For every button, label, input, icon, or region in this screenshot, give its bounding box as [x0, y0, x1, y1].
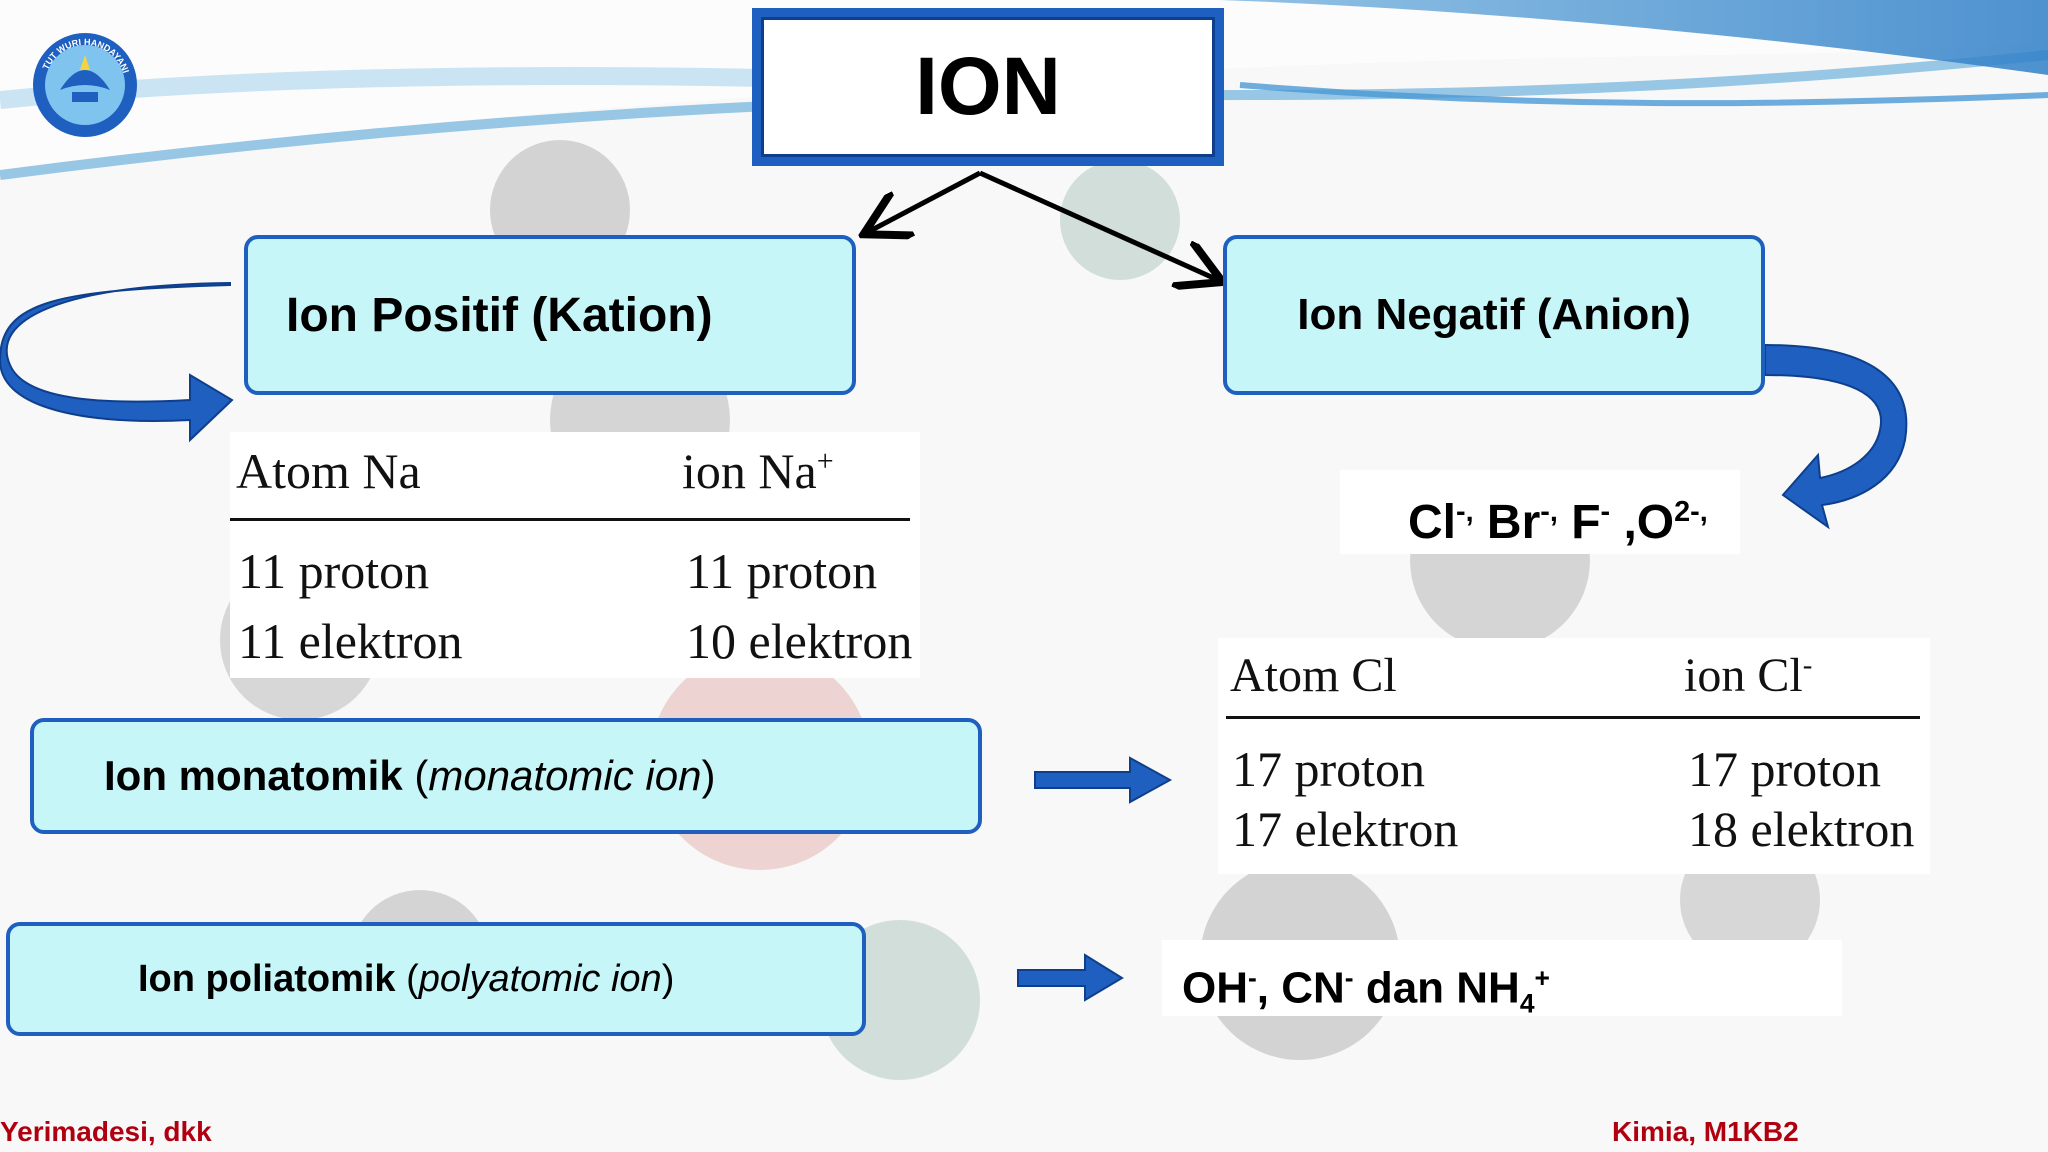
anion-examples: Cl-, Br-, F- ,O2-,	[1340, 470, 1740, 554]
chlorine-row1-right: 17 proton	[1688, 741, 1882, 797]
polyatomic-examples: OH-, CN- dan NH4+	[1162, 940, 1842, 1018]
monatomic-label: Ion monatomik (monatomic ion)	[104, 752, 716, 799]
cation-label: Ion Positif (Kation)	[286, 288, 713, 342]
sodium-row2-left: 11 elektron	[238, 613, 463, 669]
block-arrow-monatomic	[1034, 756, 1173, 804]
chlorine-table: Atom Cl ion Cl- 17 proton 17 proton 17 e…	[1218, 638, 1930, 874]
polyatomic-box: Ion poliatomik (polyatomic ion)	[6, 922, 866, 1036]
kemdikbud-logo: TUT WURI HANDAYANI	[30, 30, 140, 140]
polyatomic-label: Ion poliatomik (polyatomic ion)	[138, 957, 675, 1000]
sodium-row2-right: 10 elektron	[686, 613, 913, 669]
chlorine-col2-header: ion Cl-	[1684, 649, 1813, 702]
chlorine-row1-left: 17 proton	[1232, 741, 1426, 797]
chlorine-row2-left: 17 elektron	[1232, 801, 1459, 857]
curved-arrow-left	[0, 281, 234, 443]
footer-course: Kimia, M1KB2	[1612, 1116, 1799, 1147]
sodium-row1-left: 11 proton	[238, 543, 430, 599]
monatomic-box: Ion monatomik (monatomic ion)	[30, 718, 982, 834]
block-arrow-polyatomic	[1017, 953, 1124, 1002]
title-text: ION	[915, 41, 1061, 132]
title-box: ION	[752, 8, 1224, 166]
sodium-col1-header: Atom Na	[236, 443, 421, 499]
anion-label: Ion Negatif (Anion)	[1297, 290, 1691, 339]
sodium-table-rule	[230, 518, 910, 521]
arrow-to-cation	[868, 170, 982, 232]
cation-box: Ion Positif (Kation)	[244, 235, 856, 395]
sodium-table: Atom Na ion Na+ 11 proton 11 proton 11 e…	[230, 432, 920, 678]
chlorine-row2-right: 18 elektron	[1688, 801, 1915, 857]
sodium-row1-right: 11 proton	[686, 543, 878, 599]
chlorine-table-rule	[1226, 716, 1920, 719]
curved-arrow-right	[1764, 343, 1908, 530]
footer-author: Yerimadesi, dkk	[0, 1116, 212, 1147]
anion-box: Ion Negatif (Anion)	[1223, 235, 1765, 395]
arrow-to-anion	[978, 170, 1218, 280]
sodium-col2-header: ion Na+	[682, 443, 834, 499]
chlorine-col1-header: Atom Cl	[1230, 649, 1397, 702]
